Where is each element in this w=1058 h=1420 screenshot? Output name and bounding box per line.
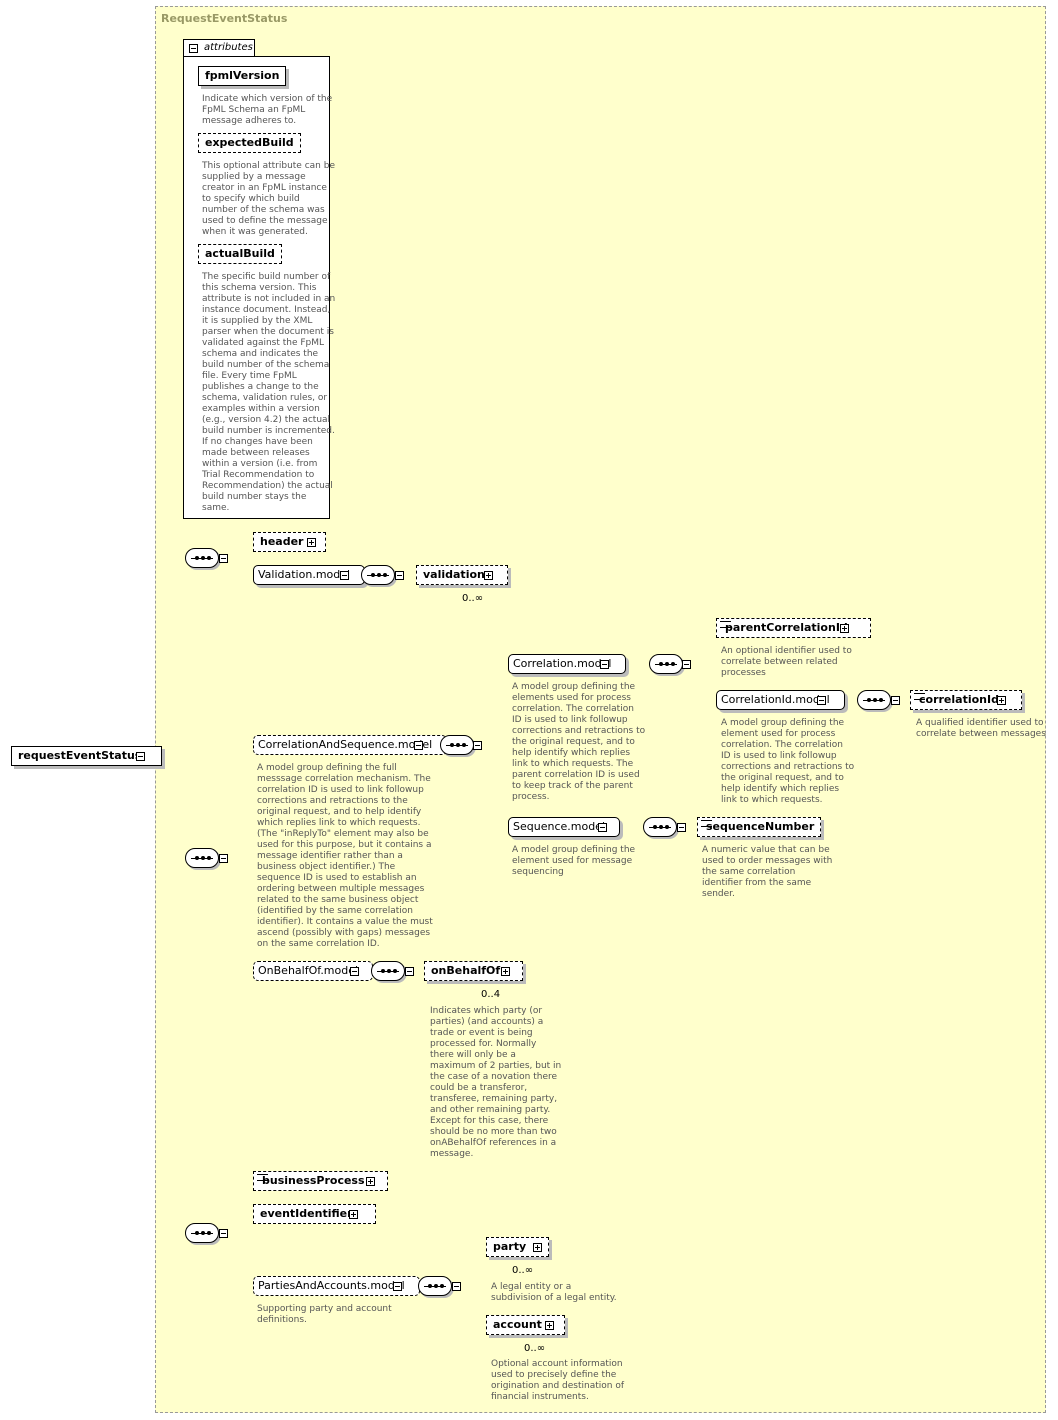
collapse-icon[interactable]: [682, 660, 691, 669]
collapse-icon[interactable]: [350, 967, 359, 976]
correlation-and-sequence-model-group[interactable]: CorrelationAndSequence.model: [253, 735, 448, 755]
parent-correlation-id-doc: An optional identifier used to correlate…: [721, 646, 852, 678]
collapse-icon[interactable]: [452, 1282, 461, 1291]
expand-icon[interactable]: [484, 571, 493, 580]
validation-cardinality: 0..∞: [462, 593, 484, 604]
sequence-model-group[interactable]: Sequence.model: [508, 817, 621, 837]
sequence-model-doc: A model group defining the element used …: [512, 845, 636, 877]
sequence-number-doc: A numeric value that can be used to orde…: [702, 845, 833, 899]
attr-fpmlversion-doc: Indicate which version of the FpML Schem…: [202, 94, 333, 126]
collapse-icon[interactable]: [189, 44, 198, 53]
sequence-number-element[interactable]: sequenceNumber: [697, 817, 822, 837]
attr-actualbuild-doc: The specific build number of this schema…: [202, 272, 336, 513]
cas-model-doc: A model group defining the full messsage…: [257, 763, 433, 949]
sequence-compositor: [361, 565, 395, 585]
business-process-element[interactable]: businessProcess: [253, 1171, 388, 1191]
sequence-compositor: [418, 1276, 452, 1296]
attr-actualbuild[interactable]: actualBuild: [198, 244, 282, 264]
on-behalf-of-element[interactable]: onBehalfOf: [424, 961, 524, 981]
expand-icon[interactable]: [349, 1210, 358, 1219]
collapse-icon[interactable]: [219, 1229, 228, 1238]
root-element[interactable]: requestEventStatus: [11, 746, 163, 766]
sequence-compositor: [185, 1223, 219, 1243]
party-doc: A legal entity or a subdivision of a leg…: [491, 1282, 617, 1303]
expand-icon[interactable]: [545, 1321, 554, 1330]
attributes-tab[interactable]: attributes: [183, 39, 255, 57]
collapse-icon[interactable]: [598, 823, 607, 832]
validation-element[interactable]: validation: [416, 565, 508, 585]
expand-icon[interactable]: [840, 624, 849, 633]
attr-expectedbuild[interactable]: expectedBuild: [198, 133, 301, 153]
expand-icon[interactable]: [533, 1243, 542, 1252]
validation-model-group[interactable]: Validation.model: [253, 565, 366, 585]
expand-icon[interactable]: [307, 538, 316, 547]
sequence-compositor: [185, 548, 219, 568]
simple-content-icon: [257, 1174, 268, 1181]
collapse-icon[interactable]: [393, 1282, 402, 1291]
correlation-model-doc: A model group defining the elements used…: [512, 682, 646, 802]
collapse-icon[interactable]: [891, 696, 900, 705]
account-cardinality: 0..∞: [524, 1343, 546, 1354]
account-element[interactable]: account: [486, 1315, 565, 1335]
sequence-compositor: [371, 961, 405, 981]
sequence-compositor: [440, 735, 474, 755]
expand-icon[interactable]: [366, 1177, 375, 1186]
expand-icon[interactable]: [997, 696, 1006, 705]
parent-correlation-id-element[interactable]: parentCorrelationId: [716, 618, 871, 638]
collapse-icon[interactable]: [677, 823, 686, 832]
attributes-label: attributes: [204, 42, 253, 53]
attr-fpmlversion[interactable]: fpmlVersion: [198, 66, 287, 86]
sequence-compositor: [857, 690, 891, 710]
collapse-icon[interactable]: [414, 741, 423, 750]
on-behalf-of-model-group[interactable]: OnBehalfOf.model: [253, 961, 374, 981]
sequence-compositor: [649, 654, 683, 674]
on-behalf-of-cardinality: 0..4: [481, 989, 501, 1000]
event-identifier-element[interactable]: eventIdentifier: [253, 1204, 376, 1224]
simple-content-icon: [720, 621, 731, 628]
party-element[interactable]: party: [486, 1237, 550, 1257]
collapse-icon[interactable]: [219, 854, 228, 863]
collapse-icon[interactable]: [817, 696, 826, 705]
correlation-id-model-doc: A model group defining the element used …: [721, 718, 855, 805]
sequence-compositor: [185, 848, 219, 868]
expand-icon[interactable]: [501, 967, 510, 976]
parties-and-accounts-model-group[interactable]: PartiesAndAccounts.model: [253, 1276, 420, 1296]
type-title: RequestEventStatus: [161, 12, 288, 25]
collapse-icon[interactable]: [340, 571, 349, 580]
parties-and-accounts-doc: Supporting party and account definitions…: [257, 1304, 392, 1325]
correlation-id-model-group[interactable]: CorrelationId.model: [716, 690, 845, 710]
sequence-compositor: [643, 817, 677, 837]
correlation-id-doc: A qualified identifier used to correlate…: [916, 718, 1046, 739]
collapse-icon[interactable]: [405, 967, 414, 976]
party-cardinality: 0..∞: [512, 1265, 534, 1276]
correlation-id-element[interactable]: correlationId: [910, 690, 1022, 710]
on-behalf-of-doc: Indicates which party (or parties) (and …: [430, 1006, 562, 1159]
correlation-model-group[interactable]: Correlation.model: [508, 654, 627, 674]
collapse-icon[interactable]: [395, 571, 404, 580]
simple-content-icon: [701, 820, 712, 827]
header-element[interactable]: header: [253, 532, 327, 552]
attr-expectedbuild-doc: This optional attribute can be supplied …: [202, 161, 335, 237]
collapse-icon[interactable]: [600, 660, 609, 669]
simple-content-icon: [914, 693, 925, 700]
account-doc: Optional account information used to pre…: [491, 1359, 624, 1402]
collapse-icon[interactable]: [219, 554, 228, 563]
collapse-icon[interactable]: [473, 741, 482, 750]
collapse-icon[interactable]: [136, 752, 145, 761]
